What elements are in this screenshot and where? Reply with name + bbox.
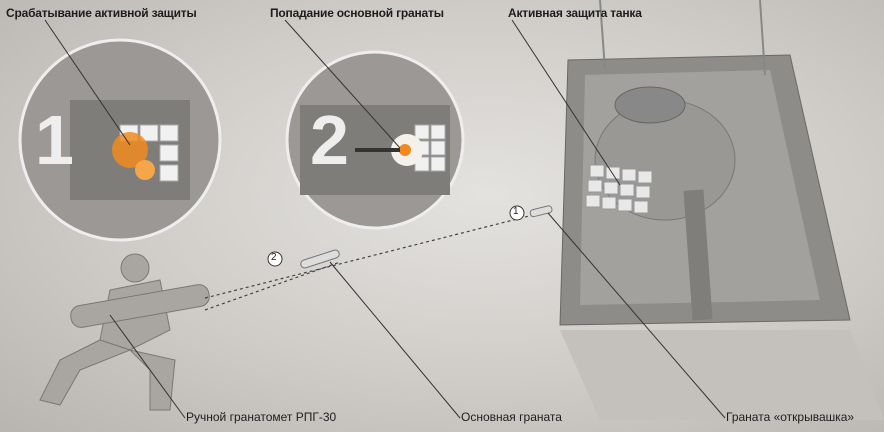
active-protection-grid — [585, 164, 653, 214]
inset-number-2: 2 — [310, 101, 349, 179]
step-marker-1 — [509, 205, 525, 221]
label-tank-active-protection: Активная защита танка — [508, 6, 642, 20]
label-launcher: Ручной гранатомет РПГ-30 — [186, 410, 337, 424]
inset-main-hit — [285, 50, 465, 230]
label-main-grenade: Основная граната — [461, 410, 562, 424]
label-main-grenade-hit: Попадание основной гранаты — [270, 6, 444, 20]
label-opener-grenade: Граната «открывашка» — [726, 410, 855, 424]
label-active-protection-trigger: Срабатывание активной защиты — [6, 6, 197, 20]
inset-active-protection — [18, 38, 222, 242]
tank-illustration — [559, 0, 851, 326]
opener-trajectory — [204, 211, 546, 299]
main-trajectory — [204, 261, 341, 311]
step-marker-2 — [267, 251, 283, 267]
soldier-with-launcher — [39, 253, 210, 411]
leader-lines — [44, 19, 726, 419]
tank-shadow — [560, 330, 884, 420]
opener-grenade-projectile — [529, 205, 553, 218]
main-grenade-projectile — [300, 249, 340, 269]
inset-number-1: 1 — [35, 101, 74, 179]
step-marker-1-label: 1 — [513, 206, 519, 217]
step-marker-2-label: 2 — [271, 252, 277, 263]
